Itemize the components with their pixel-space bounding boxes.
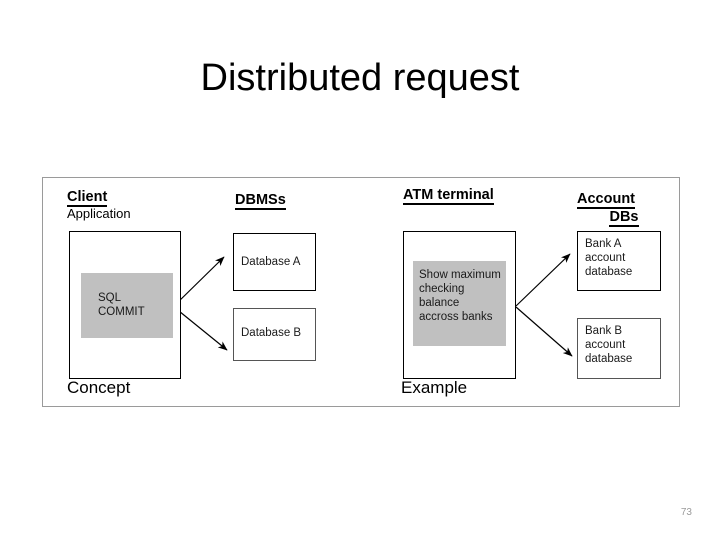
page-title: Distributed request: [200, 57, 520, 99]
bank-b-database-box: [577, 318, 661, 379]
database-b-box: [233, 308, 316, 361]
column-header-account-dbs-line2: DBs: [609, 209, 639, 227]
column-header-atm-terminal: ATM terminal: [403, 187, 494, 205]
column-header-client-label: Client: [67, 189, 108, 207]
column-header-client: Client: [67, 189, 108, 207]
column-header-account-dbs-line2-wrap: DBs: [587, 209, 661, 227]
arrow-sql-to-database-a: [173, 256, 225, 307]
column-header-account-dbs-line1: Account: [577, 191, 635, 209]
column-header-dbmss: DBMSs: [235, 192, 286, 210]
bank-b-database-label: Bank B account database: [585, 325, 633, 365]
arrow-atm-to-bank-b: [515, 306, 573, 357]
atm-request-block: [413, 261, 506, 346]
sql-commit-block: [81, 273, 173, 338]
atm-request-text: Show maximum checking balance accross ba…: [419, 269, 501, 323]
page-number: 73: [680, 507, 692, 518]
sql-commit-text: SQL COMMIT: [98, 292, 145, 318]
column-subheader-application: Application: [67, 206, 131, 221]
arrow-sql-to-database-b: [173, 306, 228, 351]
arrow-atm-to-bank-a: [515, 253, 571, 307]
database-a-box: [233, 233, 316, 291]
bank-a-database-label: Bank A account database: [585, 238, 633, 278]
diagram-frame: Client Application DBMSs ATM terminal Ac…: [42, 177, 680, 407]
column-header-atm-terminal-label: ATM terminal: [403, 187, 494, 205]
footer-label-example: Example: [401, 378, 468, 397]
bank-a-database-box: [577, 231, 661, 291]
database-a-label: Database A: [241, 256, 301, 268]
diagram-canvas: Client Application DBMSs ATM terminal Ac…: [43, 178, 681, 408]
column-header-dbmss-label: DBMSs: [235, 192, 286, 210]
footer-label-concept: Concept: [67, 378, 131, 397]
database-b-label: Database B: [241, 327, 302, 339]
column-header-account-dbs: Account DBs: [577, 191, 677, 227]
